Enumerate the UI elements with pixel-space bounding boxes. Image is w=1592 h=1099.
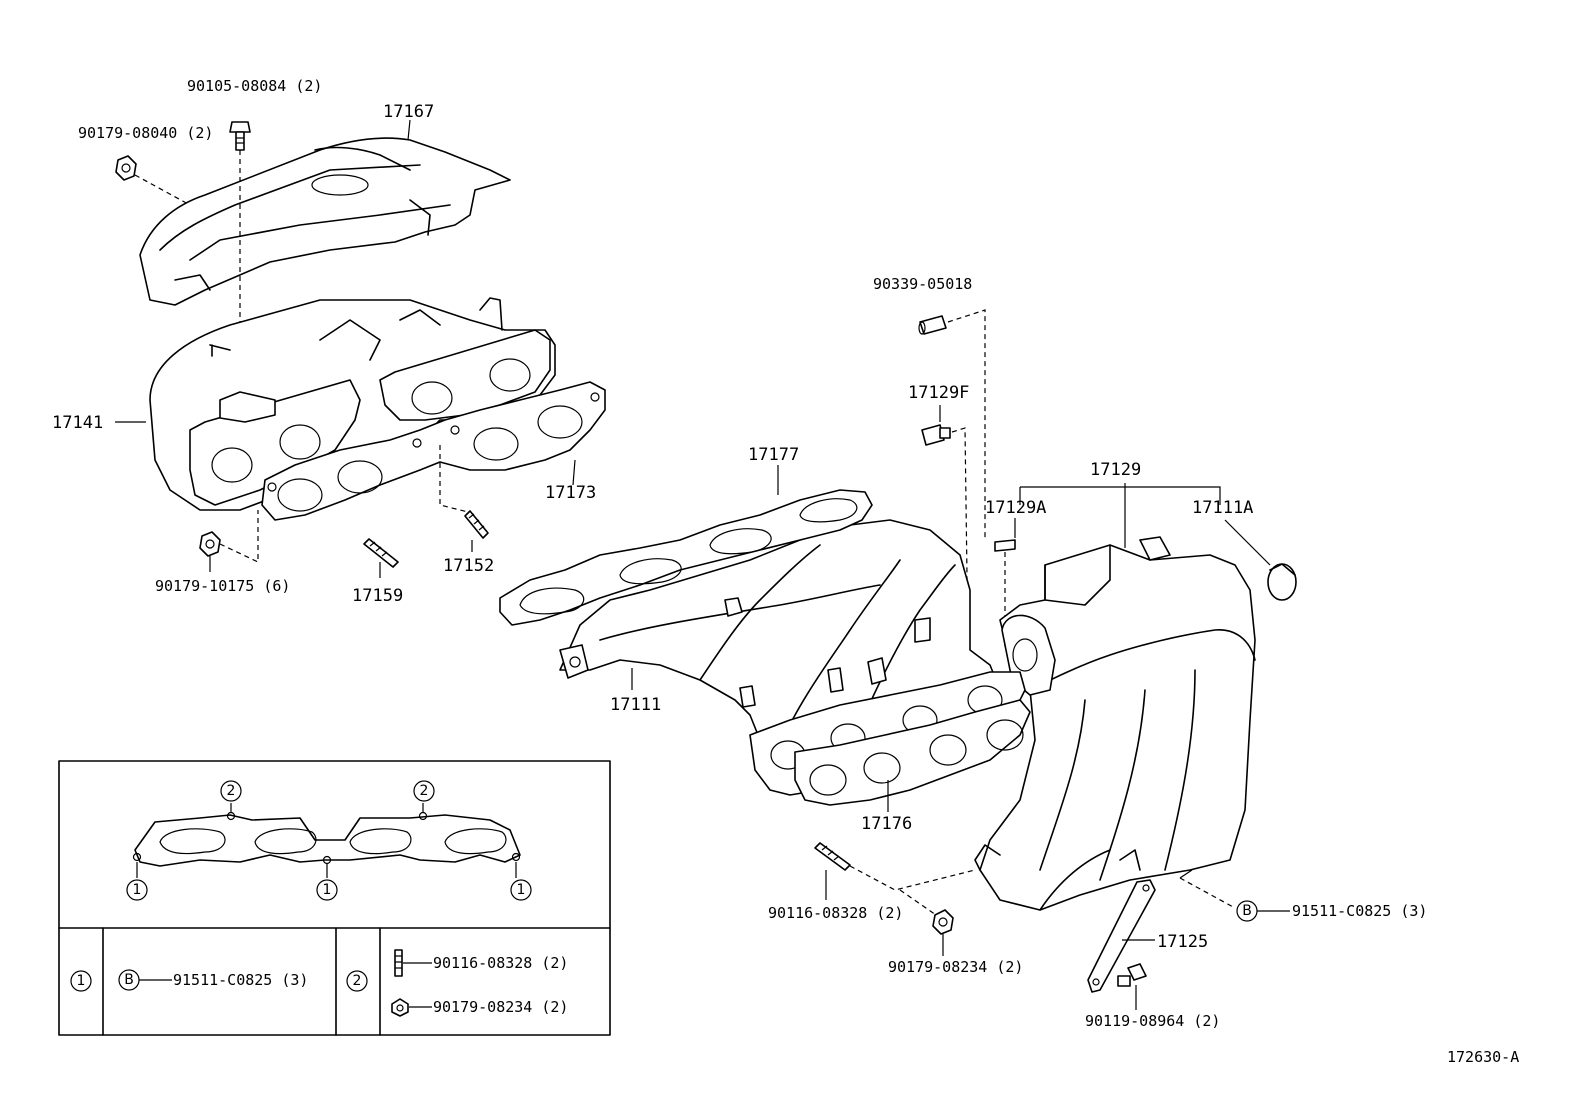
stud-17152-icon — [464, 510, 489, 539]
label-17141: 17141 — [52, 413, 103, 433]
label-17129A: 17129A — [985, 498, 1046, 518]
leader-90179-40 — [134, 174, 191, 206]
label-90179-08040: 90179-08040 (2) — [78, 124, 213, 142]
legend-90116-08328: 90116-08328 (2) — [433, 954, 568, 972]
bracket-17129 — [1019, 483, 1221, 548]
leader-90339 — [947, 309, 986, 540]
inset-marker-2-left: 2 — [220, 780, 242, 802]
leader-91511-dash — [1179, 877, 1236, 909]
legend-91511-c0825: 91511-C0825 (3) — [173, 971, 308, 989]
label-17129F: 17129F — [908, 383, 969, 403]
label-17177: 17177 — [748, 445, 799, 465]
svg-text:1: 1 — [133, 882, 142, 898]
svg-text:B: B — [1242, 903, 1252, 919]
svg-text:1: 1 — [77, 973, 86, 989]
label-17159: 17159 — [352, 586, 403, 606]
legend-nut-icon — [391, 998, 409, 1017]
label-17125: 17125 — [1157, 932, 1208, 952]
inset-marker-2-right: 2 — [413, 780, 435, 802]
label-90116-08328: 90116-08328 (2) — [768, 904, 903, 922]
pin-17129A-icon — [994, 539, 1016, 552]
svg-text:1: 1 — [517, 882, 526, 898]
label-17167: 17167 — [383, 102, 434, 122]
leader-90179-08234-dash — [899, 889, 937, 916]
legend-stud-icon — [394, 949, 403, 977]
leader-17152-dash — [439, 445, 469, 513]
diagram-id: 172630-A — [1447, 1048, 1519, 1066]
label-90179-10175: 90179-10175 (6) — [155, 577, 290, 595]
label-90119-08964: 90119-08964 (2) — [1085, 1012, 1220, 1030]
label-90179-08234: 90179-08234 (2) — [888, 958, 1023, 976]
label-17152: 17152 — [443, 556, 494, 576]
gasket-17177 — [499, 489, 873, 626]
leader-90116-dash — [849, 865, 976, 891]
legend-90179-08234: 90179-08234 (2) — [433, 998, 568, 1016]
exhaust-manifold-17141 — [149, 297, 556, 511]
legend-marker-2: 2 — [346, 970, 368, 992]
label-17111: 17111 — [610, 695, 661, 715]
stay-17125 — [1087, 879, 1156, 993]
leader-90179-10175 — [219, 510, 259, 563]
leader-91511 — [1179, 869, 1193, 879]
flange-gasket-17176 — [749, 671, 1031, 806]
inset-marker-1-mid: 1 — [316, 879, 338, 901]
svg-text:B: B — [124, 972, 134, 988]
label-17176: 17176 — [861, 814, 912, 834]
legend-marker-1: 1 — [70, 970, 92, 992]
label-17173: 17173 — [545, 483, 596, 503]
heat-insulator-17167 — [139, 137, 511, 306]
nut-90179-08040-icon — [115, 155, 137, 181]
bolt-90105-icon — [229, 121, 251, 151]
label-90339-05018: 90339-05018 — [873, 275, 972, 293]
inset-marker-1-right: 1 — [510, 879, 532, 901]
stud-17159-icon — [363, 538, 399, 568]
label-17129: 17129 — [1090, 460, 1141, 480]
svg-text:2: 2 — [420, 783, 429, 799]
plug-90339-icon — [918, 315, 947, 335]
label-17111A: 17111A — [1192, 498, 1253, 518]
stud-90116-icon — [814, 842, 851, 871]
svg-text:2: 2 — [353, 973, 362, 989]
bolt-17129F-icon — [921, 424, 951, 446]
exhaust-gasket-17173 — [261, 381, 606, 521]
marker-b-91511: B — [1236, 900, 1258, 922]
bolt-90119-icon — [1117, 963, 1147, 987]
leader-17173 — [572, 459, 576, 486]
cap-17111A-icon — [1267, 563, 1297, 601]
inset-box — [58, 760, 611, 1036]
label-91511-c0825: 91511-C0825 (3) — [1292, 902, 1427, 920]
svg-text:1: 1 — [323, 882, 332, 898]
nut-90179-10175-icon — [199, 531, 221, 557]
leader-17129F — [951, 427, 969, 651]
inset-marker-1-left: 1 — [126, 879, 148, 901]
intake-manifold-17111 — [559, 519, 1001, 746]
svg-text:2: 2 — [227, 783, 236, 799]
legend-marker-b: B — [118, 969, 140, 991]
leader-17111A — [1224, 519, 1271, 566]
label-90105-08084: 90105-08084 (2) — [187, 77, 322, 95]
nut-90179-08234-icon — [932, 909, 954, 935]
leader-17167 — [407, 119, 411, 141]
